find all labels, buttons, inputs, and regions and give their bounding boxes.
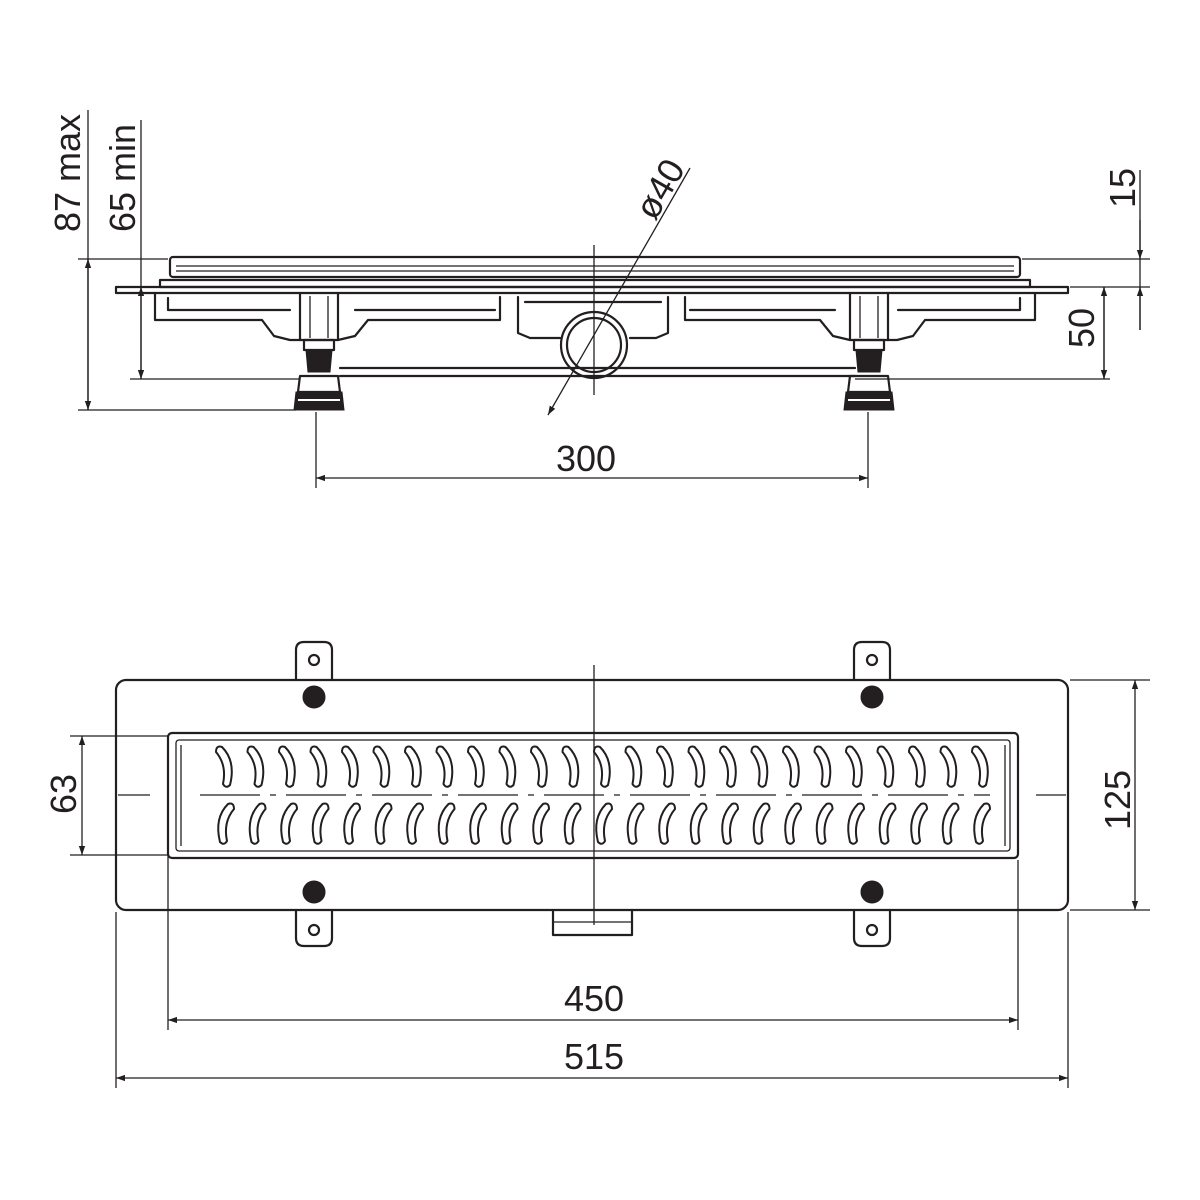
flange-outline bbox=[114, 678, 1070, 912]
grate-slot bbox=[687, 745, 706, 788]
dim-max-height: 87 max bbox=[47, 114, 88, 232]
screw-hole bbox=[302, 685, 326, 709]
dim-feet-spacing: 300 bbox=[556, 438, 616, 479]
grate-slot bbox=[813, 745, 832, 788]
dim-body-depth: 50 bbox=[1061, 308, 1102, 348]
screw-hole bbox=[302, 880, 326, 904]
grate-slot bbox=[844, 745, 863, 788]
grate-slot bbox=[781, 745, 800, 788]
grate-slot bbox=[435, 745, 454, 788]
grate-slot bbox=[277, 745, 296, 788]
grate-slot bbox=[626, 802, 645, 845]
grate-slot bbox=[563, 802, 582, 845]
grate-slot bbox=[466, 745, 485, 788]
mounting-tab-top-left bbox=[294, 640, 334, 682]
screw-hole bbox=[860, 880, 884, 904]
dim-min-height: 65 min bbox=[102, 124, 143, 232]
grate-profile bbox=[168, 255, 1022, 279]
dim-grate-width: 63 bbox=[43, 774, 84, 814]
grate-slots bbox=[214, 745, 992, 845]
grate-slot bbox=[214, 745, 233, 788]
grate-slot bbox=[343, 802, 362, 845]
mounting-tab-bottom-left bbox=[294, 908, 334, 948]
grate-slot bbox=[217, 802, 236, 845]
grate-slot bbox=[689, 802, 708, 845]
grate-slot bbox=[941, 802, 960, 845]
dim-total-width: 125 bbox=[1097, 770, 1138, 830]
grate bbox=[166, 731, 1020, 860]
grate-slot bbox=[752, 802, 771, 845]
top-dimension-lines bbox=[70, 679, 1150, 1088]
grate-slot bbox=[592, 745, 611, 788]
top-dimension-arrows bbox=[78, 680, 1139, 1082]
grate-slot bbox=[658, 802, 677, 845]
mounting-tab-top-right bbox=[852, 640, 892, 682]
right-foot bbox=[843, 291, 895, 411]
grate-slot bbox=[309, 745, 328, 788]
grate-slot bbox=[561, 745, 580, 788]
grate-slot bbox=[973, 802, 992, 845]
grate-slot bbox=[624, 745, 643, 788]
grate-slot bbox=[406, 802, 425, 845]
grate-slot bbox=[280, 802, 299, 845]
dim-pipe-diameter: ø40 bbox=[626, 152, 693, 226]
grate-slot bbox=[718, 745, 737, 788]
grate-slot bbox=[529, 745, 548, 788]
grate-slot bbox=[374, 802, 393, 845]
grate-slot bbox=[595, 802, 614, 845]
grate-slot bbox=[403, 745, 422, 788]
left-foot bbox=[293, 291, 345, 411]
grate-slot bbox=[340, 745, 359, 788]
channel-body bbox=[153, 291, 1037, 378]
grate-slot bbox=[246, 745, 265, 788]
grate-slot bbox=[721, 802, 740, 845]
grate-slot bbox=[469, 802, 488, 845]
grate-slot bbox=[498, 745, 517, 788]
grate-slot bbox=[248, 802, 267, 845]
grate-slot bbox=[532, 802, 551, 845]
grate-slot bbox=[655, 745, 674, 788]
grate-slot bbox=[910, 802, 929, 845]
grate-slot bbox=[311, 802, 330, 845]
grate-slot bbox=[847, 802, 866, 845]
screw-hole bbox=[860, 685, 884, 709]
grate-slot bbox=[784, 802, 803, 845]
flange-profile bbox=[114, 278, 1070, 295]
grate-slot bbox=[878, 802, 897, 845]
side-view: 87 max 65 min ø40 15 50 300 bbox=[47, 110, 1150, 488]
side-dimension-arrows bbox=[84, 167, 1144, 482]
grate-slot bbox=[876, 745, 895, 788]
grate-slot bbox=[907, 745, 926, 788]
top-view: 63 125 450 515 bbox=[43, 640, 1150, 1088]
grate-slot bbox=[437, 802, 456, 845]
dim-total-length: 515 bbox=[564, 1036, 624, 1077]
grate-slot bbox=[500, 802, 519, 845]
grate-slot bbox=[939, 745, 958, 788]
mounting-tab-bottom-right bbox=[852, 908, 892, 948]
grate-slot bbox=[750, 745, 769, 788]
dim-grate-thickness: 15 bbox=[1102, 168, 1143, 208]
grate-slot bbox=[372, 745, 391, 788]
grate-slot bbox=[970, 745, 989, 788]
dim-grate-length: 450 bbox=[564, 978, 624, 1019]
grate-slot bbox=[815, 802, 834, 845]
